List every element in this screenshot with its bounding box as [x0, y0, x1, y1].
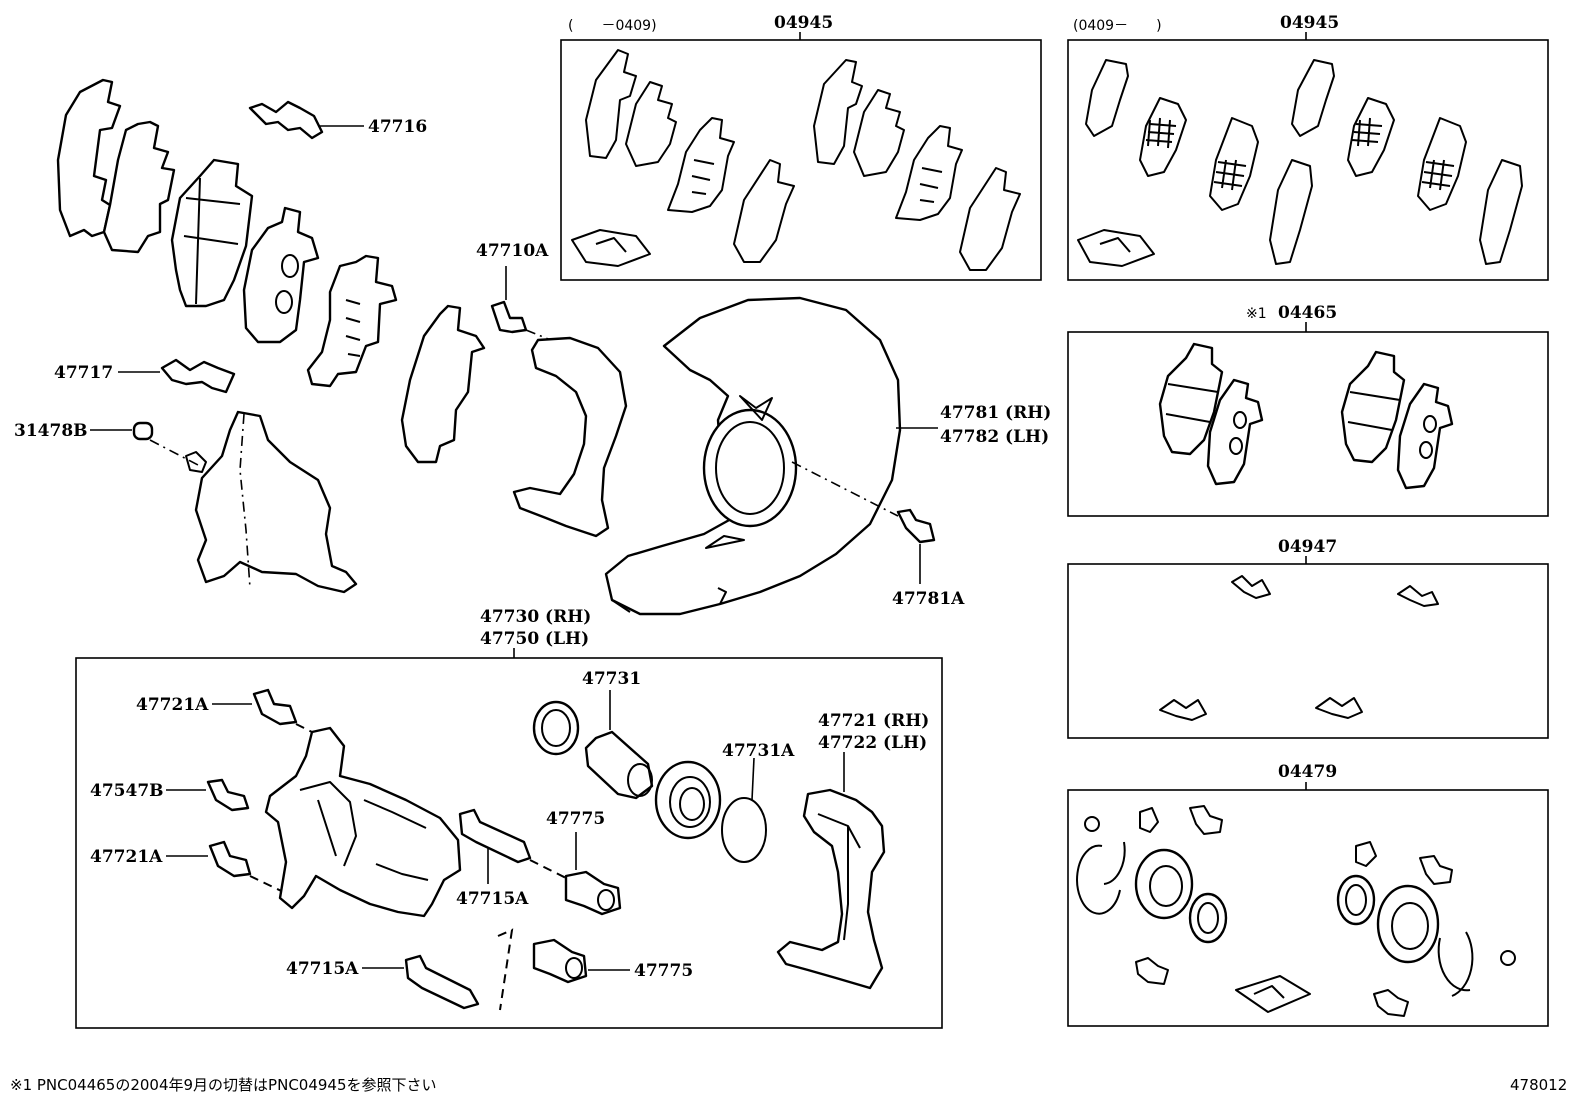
kit-number-04479: 04479 [1278, 762, 1337, 782]
part-number-31478B: 31478B [14, 421, 88, 441]
pad-set-box [1067, 331, 1549, 517]
pad-support-clip-upper[interactable] [248, 100, 324, 140]
piston-seal[interactable] [721, 797, 767, 863]
footnote: ※1 PNC04465の2004年9月の切替はPNC04945を参照下さい [10, 1076, 437, 1094]
mounting-bolt-47710A[interactable] [490, 300, 528, 334]
brake-pad-inner[interactable] [242, 206, 320, 344]
part-number-47721A-lower: 47721A [90, 847, 163, 867]
cylinder-ring[interactable] [532, 700, 580, 756]
slide-bushing-lower[interactable] [532, 938, 588, 984]
caliper-cylinder-body [264, 726, 462, 918]
part-number-47715A-bottom: 47715A [286, 959, 359, 979]
bleeder-plug[interactable] [206, 778, 250, 812]
cylinder-kit-contents[interactable] [1076, 805, 1516, 1017]
part-number-47716: 47716 [368, 117, 427, 137]
part-number-47781-rh: 47781 (RH) [940, 403, 1051, 423]
part-number-47721-rh: 47721 (RH) [818, 711, 929, 731]
brake-pad-outer[interactable] [170, 158, 254, 308]
part-number-47775-upper: 47775 [546, 809, 605, 829]
kit-number-04465: 04465 [1278, 303, 1337, 323]
part-number-47722-lh: 47722 (LH) [818, 733, 927, 753]
part-number-47730-rh: 47730 (RH) [480, 607, 591, 627]
kit-number-04945-late: 04945 [1280, 13, 1339, 33]
caliper-mounting-bracket[interactable] [776, 788, 886, 990]
pad-kit-late-box [1067, 39, 1549, 281]
pad-kit-late-contents[interactable] [1077, 59, 1523, 267]
cylinder-kit-box [1067, 789, 1549, 1027]
disc-brake-dust-cover[interactable] [604, 296, 902, 616]
anti-squeal-spring-plate[interactable] [306, 254, 398, 388]
caliper-bolt-lower[interactable] [208, 840, 252, 878]
pad-kit-early-box [560, 39, 1042, 281]
kit-number-04947: 04947 [1278, 537, 1337, 557]
slide-pin-right[interactable] [458, 808, 532, 864]
kit-range-late: (0409－ ) [1073, 18, 1162, 34]
part-number-47710A: 47710A [476, 241, 549, 261]
brake-cylinder-housing [185, 410, 358, 594]
part-number-47775-lower: 47775 [634, 961, 693, 981]
kit-number-04945-early: 04945 [774, 13, 833, 33]
pad-kit-early-contents[interactable] [571, 49, 1021, 271]
caliper-piston[interactable] [584, 730, 654, 800]
anti-squeal-shim-inner[interactable] [102, 120, 176, 254]
part-number-47721A-upper: 47721A [136, 695, 209, 715]
anti-squeal-shim-rear[interactable] [400, 304, 486, 464]
part-number-47731A: 47731A [722, 741, 795, 761]
part-number-47781A: 47781A [892, 589, 965, 609]
fitting-kit-box [1067, 563, 1549, 739]
part-number-47731: 47731 [582, 669, 641, 689]
pad-support-clip-lower[interactable] [160, 358, 236, 394]
caliper-assembly-box [75, 657, 943, 1029]
footnote-mark: ※1 [1246, 306, 1267, 322]
part-number-47547B: 47547B [90, 781, 164, 801]
slide-bushing-upper[interactable] [564, 870, 622, 916]
torque-plate [512, 336, 628, 538]
slide-pin-bottom[interactable] [404, 954, 480, 1010]
part-number-47750-lh: 47750 (LH) [480, 629, 589, 649]
dust-cover-bolt[interactable] [896, 508, 936, 544]
diagram-id: 478012 [1510, 1076, 1567, 1094]
caliper-bolt-upper[interactable] [252, 688, 298, 726]
bleeder-plug-cap[interactable] [132, 421, 154, 441]
fitting-kit-contents[interactable] [1159, 575, 1439, 721]
part-number-47715A-right: 47715A [456, 889, 529, 909]
kit-range-early: ( －0409) [568, 18, 657, 34]
cylinder-boot[interactable] [654, 760, 722, 840]
part-number-47717: 47717 [54, 363, 113, 383]
part-number-47782-lh: 47782 (LH) [940, 427, 1049, 447]
pad-set-contents[interactable] [1158, 342, 1454, 490]
